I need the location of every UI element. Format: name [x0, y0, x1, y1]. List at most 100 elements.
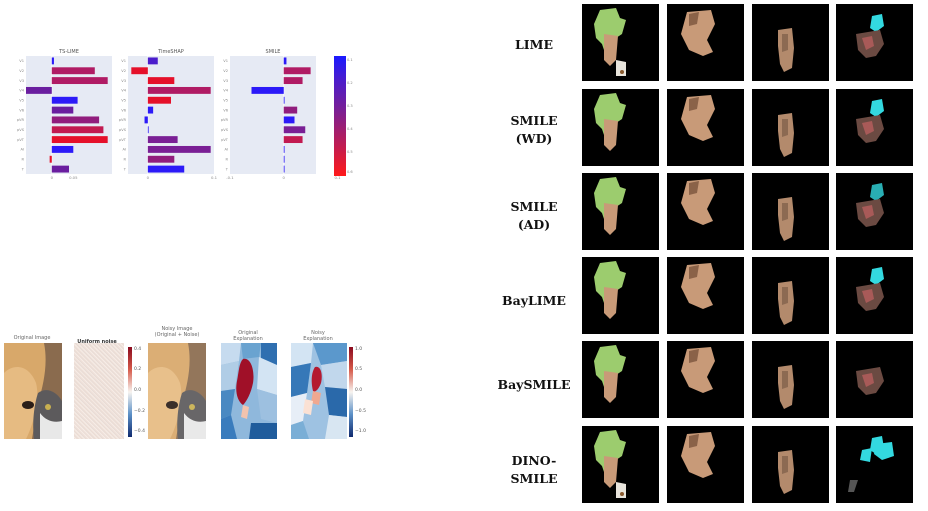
- explanation-colorbar-ticks: 1.0 0.5 0.0 −0.5 −1.0: [355, 347, 369, 437]
- explanation-cell: [836, 173, 913, 250]
- row-label-smile-ad: SMILE (AD): [486, 198, 582, 234]
- bar: [283, 77, 303, 85]
- noise-colorbar: [128, 347, 132, 437]
- label-noisy-explanation-line2: Explanation: [303, 336, 333, 342]
- explanation-cell-image: [681, 179, 715, 225]
- explanation-cell: [752, 341, 829, 418]
- bar: [51, 96, 78, 104]
- bar-category-label: V1: [121, 59, 126, 63]
- colorbar-tick: 0.4: [347, 127, 353, 131]
- bar-panel-title: TS-LIME: [58, 49, 79, 55]
- bar-category-label: R: [22, 158, 25, 162]
- bar-category-label: T: [225, 167, 229, 171]
- row-label-baylime: BayLIME: [486, 292, 582, 310]
- row-label-dino-smile: DINO- SMILE: [486, 452, 582, 488]
- bar-category-label: V4: [19, 89, 24, 93]
- bar-category-label: V3: [19, 79, 24, 83]
- bar-category-label: V5: [19, 99, 24, 103]
- bar-category-label: pVT: [221, 138, 229, 142]
- row-label-lime: LIME: [486, 36, 582, 54]
- row-label-line1: SMILE: [510, 199, 558, 214]
- row-label-smile-wd: SMILE (WD): [486, 112, 582, 148]
- explanation-cell: [667, 426, 744, 503]
- explanation-cell-image: [681, 10, 715, 56]
- bar-category-label: V4: [121, 89, 126, 93]
- bar-category-label: pVT: [17, 138, 25, 142]
- row-label-line1: SMILE: [510, 113, 558, 128]
- label-noisy-image-line2: (Original + Noise): [154, 332, 200, 338]
- bar-category-label: AI: [122, 148, 126, 152]
- bar-category-label: V6: [223, 108, 228, 112]
- explanation-cell: [752, 173, 829, 250]
- bar: [51, 116, 100, 124]
- noisy-image: [148, 343, 206, 439]
- bar-panel-background: [128, 56, 214, 174]
- label-noisy-explanation: Noisy Explanation: [290, 330, 346, 342]
- bar-category-label: V5: [121, 99, 126, 103]
- explanation-cell: [667, 89, 744, 166]
- bar: [283, 155, 285, 163]
- explanation-cell-image: [856, 14, 884, 58]
- noise-colorbar-tick: −0.2: [134, 409, 145, 414]
- bar: [283, 116, 295, 124]
- explanation-cell-image: [594, 430, 626, 498]
- explanation-colorbar: [349, 347, 353, 437]
- bar: [147, 126, 149, 134]
- explanation-cell-image: [856, 367, 884, 395]
- bar: [147, 145, 211, 153]
- explanation-cell: [582, 89, 659, 166]
- bar: [283, 165, 285, 173]
- bar-category-label: V3: [223, 79, 228, 83]
- bar-x-tick: 0: [283, 175, 286, 180]
- colorbar-tick: 0.2: [347, 81, 353, 85]
- explanation-cell: [667, 173, 744, 250]
- bar: [51, 136, 108, 144]
- label-uniform-noise: Uniform noise: [77, 339, 117, 345]
- explanation-cell: [582, 173, 659, 250]
- bar: [147, 136, 178, 144]
- explanation-cell: [836, 89, 913, 166]
- bar: [131, 67, 148, 75]
- bar: [51, 57, 54, 65]
- explanation-cell-image: [778, 113, 794, 157]
- bar: [251, 86, 284, 94]
- explanation-cell-image: [594, 261, 626, 319]
- explanation-cell: [836, 341, 913, 418]
- colorbar-tick: 0.5: [347, 150, 353, 154]
- bar-x-tick: 0.1: [334, 175, 341, 180]
- bar: [51, 77, 108, 85]
- bar-category-label: pVT: [119, 138, 127, 142]
- bar-category-label: pVS: [221, 128, 229, 132]
- explanation-cell-image: [594, 345, 626, 403]
- noise-colorbar-tick: 0.0: [134, 388, 142, 393]
- bar-category-label: T: [21, 167, 25, 171]
- bar-panel-background: [230, 56, 316, 174]
- explanation-cell-image: [856, 183, 884, 227]
- explanation-cell: [836, 257, 913, 334]
- explanation-cell: [752, 4, 829, 81]
- bar: [49, 155, 52, 163]
- bar-category-label: T: [123, 167, 127, 171]
- explanation-colorbar-tick: 0.0: [355, 388, 363, 393]
- bar-category-label: V6: [19, 108, 24, 112]
- row-label-baysmile: BaySMILE: [486, 376, 582, 394]
- explanation-cell-image: [778, 450, 794, 494]
- bar: [147, 86, 211, 94]
- bar-panel-title: SMILE: [266, 49, 281, 55]
- bar-category-label: R: [124, 158, 127, 162]
- bar: [147, 165, 185, 173]
- explanation-cell: [582, 341, 659, 418]
- bar-category-label: AI: [224, 148, 228, 152]
- bar-x-tick: 0.1: [211, 175, 218, 180]
- colorbar-tick: 0.1: [347, 58, 353, 62]
- uniform-noise-image: [74, 343, 124, 439]
- bar-category-label: V1: [19, 59, 24, 63]
- bar-panel-background: [26, 56, 112, 174]
- bar-category-label: AI: [20, 148, 24, 152]
- bar-category-label: V6: [121, 108, 126, 112]
- explanation-cell: [582, 257, 659, 334]
- bar: [51, 106, 74, 114]
- explanation-grid-figure: LIME SMILE (WD) SMILE (AD) BayLIME BaySM…: [486, 0, 928, 511]
- explanation-cell: [752, 426, 829, 503]
- explanation-cell-image: [778, 365, 794, 409]
